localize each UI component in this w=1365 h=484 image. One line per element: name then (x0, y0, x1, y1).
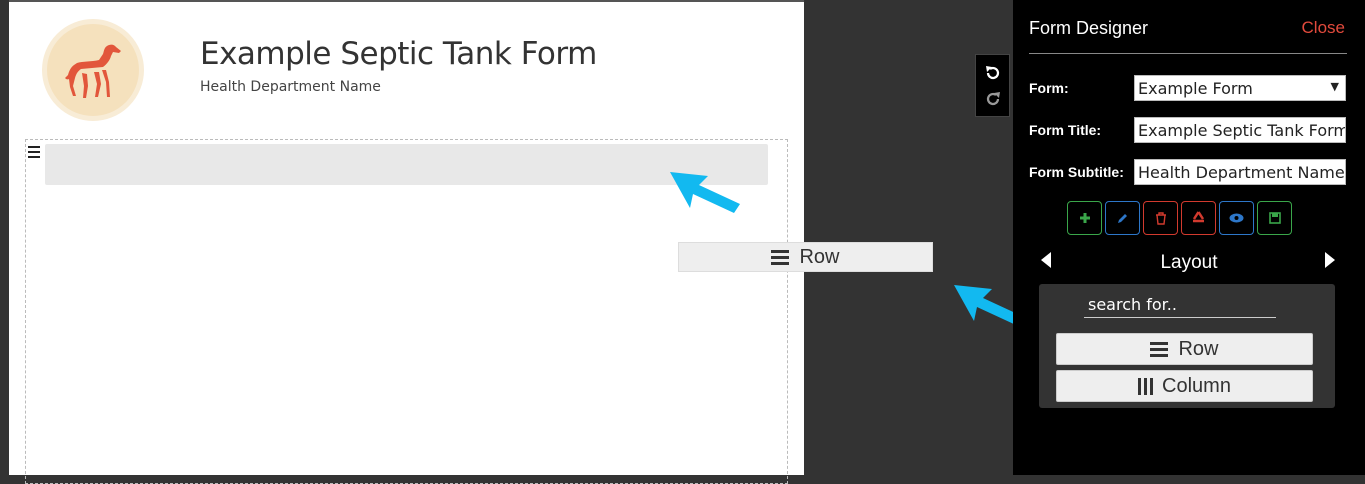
preview-icon (1229, 213, 1244, 223)
dog-logo-icon (42, 19, 144, 121)
dropdown-arrow-icon: ▼ (1330, 80, 1339, 93)
history-controls (975, 54, 1010, 117)
row-handle-icon[interactable] (28, 146, 40, 158)
form-subtitle-label: Form Subtitle: (1029, 164, 1124, 180)
search-input[interactable] (1084, 292, 1276, 318)
undo-icon[interactable] (984, 64, 1002, 82)
add-button[interactable] (1067, 201, 1102, 235)
close-button[interactable]: Close (1301, 18, 1345, 37)
palette-item-label: Row (1178, 337, 1219, 360)
section-title: Layout (1160, 252, 1218, 273)
delete-button[interactable] (1143, 201, 1178, 235)
panel-title: Form Designer (1029, 18, 1149, 38)
edit-button[interactable] (1105, 201, 1140, 235)
save-button[interactable] (1257, 201, 1292, 235)
recycle-button[interactable] (1181, 201, 1216, 235)
palette-item-column[interactable]: Column (1056, 370, 1313, 402)
annotation-arrow-icon (670, 172, 740, 213)
save-icon (1268, 212, 1281, 224)
redo-icon[interactable] (984, 90, 1002, 108)
form-title-input[interactable]: Example Septic Tank Form (1134, 117, 1346, 143)
divider (1029, 53, 1347, 54)
annotation-arrow-icon (954, 285, 1024, 326)
delete-icon (1155, 211, 1166, 225)
recycle-icon (1192, 211, 1205, 223)
row-drop-placeholder[interactable] (45, 144, 768, 185)
element-palette: Row Column (1039, 284, 1335, 408)
form-subtitle-input[interactable]: Health Department Name (1134, 159, 1346, 185)
form-title: Example Septic Tank Form (200, 36, 597, 72)
columns-icon (1138, 377, 1154, 395)
add-icon (1079, 213, 1090, 223)
palette-item-label: Column (1162, 374, 1231, 397)
palette-item-row[interactable]: Row (1056, 333, 1313, 365)
preview-button[interactable] (1219, 201, 1254, 235)
dragged-row-label: Row (799, 245, 840, 268)
form-designer-panel: Form Designer Close Form: Example Form ▼… (1013, 0, 1365, 475)
previous-section-arrow-icon[interactable] (1041, 252, 1051, 268)
toolbar (1067, 201, 1292, 235)
form-title-label: Form Title: (1029, 122, 1102, 138)
hamburger-icon (771, 247, 790, 268)
dragged-row-element[interactable]: Row (678, 242, 933, 272)
form-canvas: Example Septic Tank Form Health Departme… (9, 0, 804, 484)
form-select-label: Form: (1029, 80, 1069, 96)
next-section-arrow-icon[interactable] (1325, 252, 1335, 268)
edit-icon (1118, 213, 1127, 223)
form-select[interactable]: Example Form ▼ (1134, 75, 1346, 101)
hamburger-icon (1150, 339, 1169, 360)
form-subtitle: Health Department Name (200, 79, 381, 95)
form-select-value: Example Form (1138, 79, 1253, 98)
